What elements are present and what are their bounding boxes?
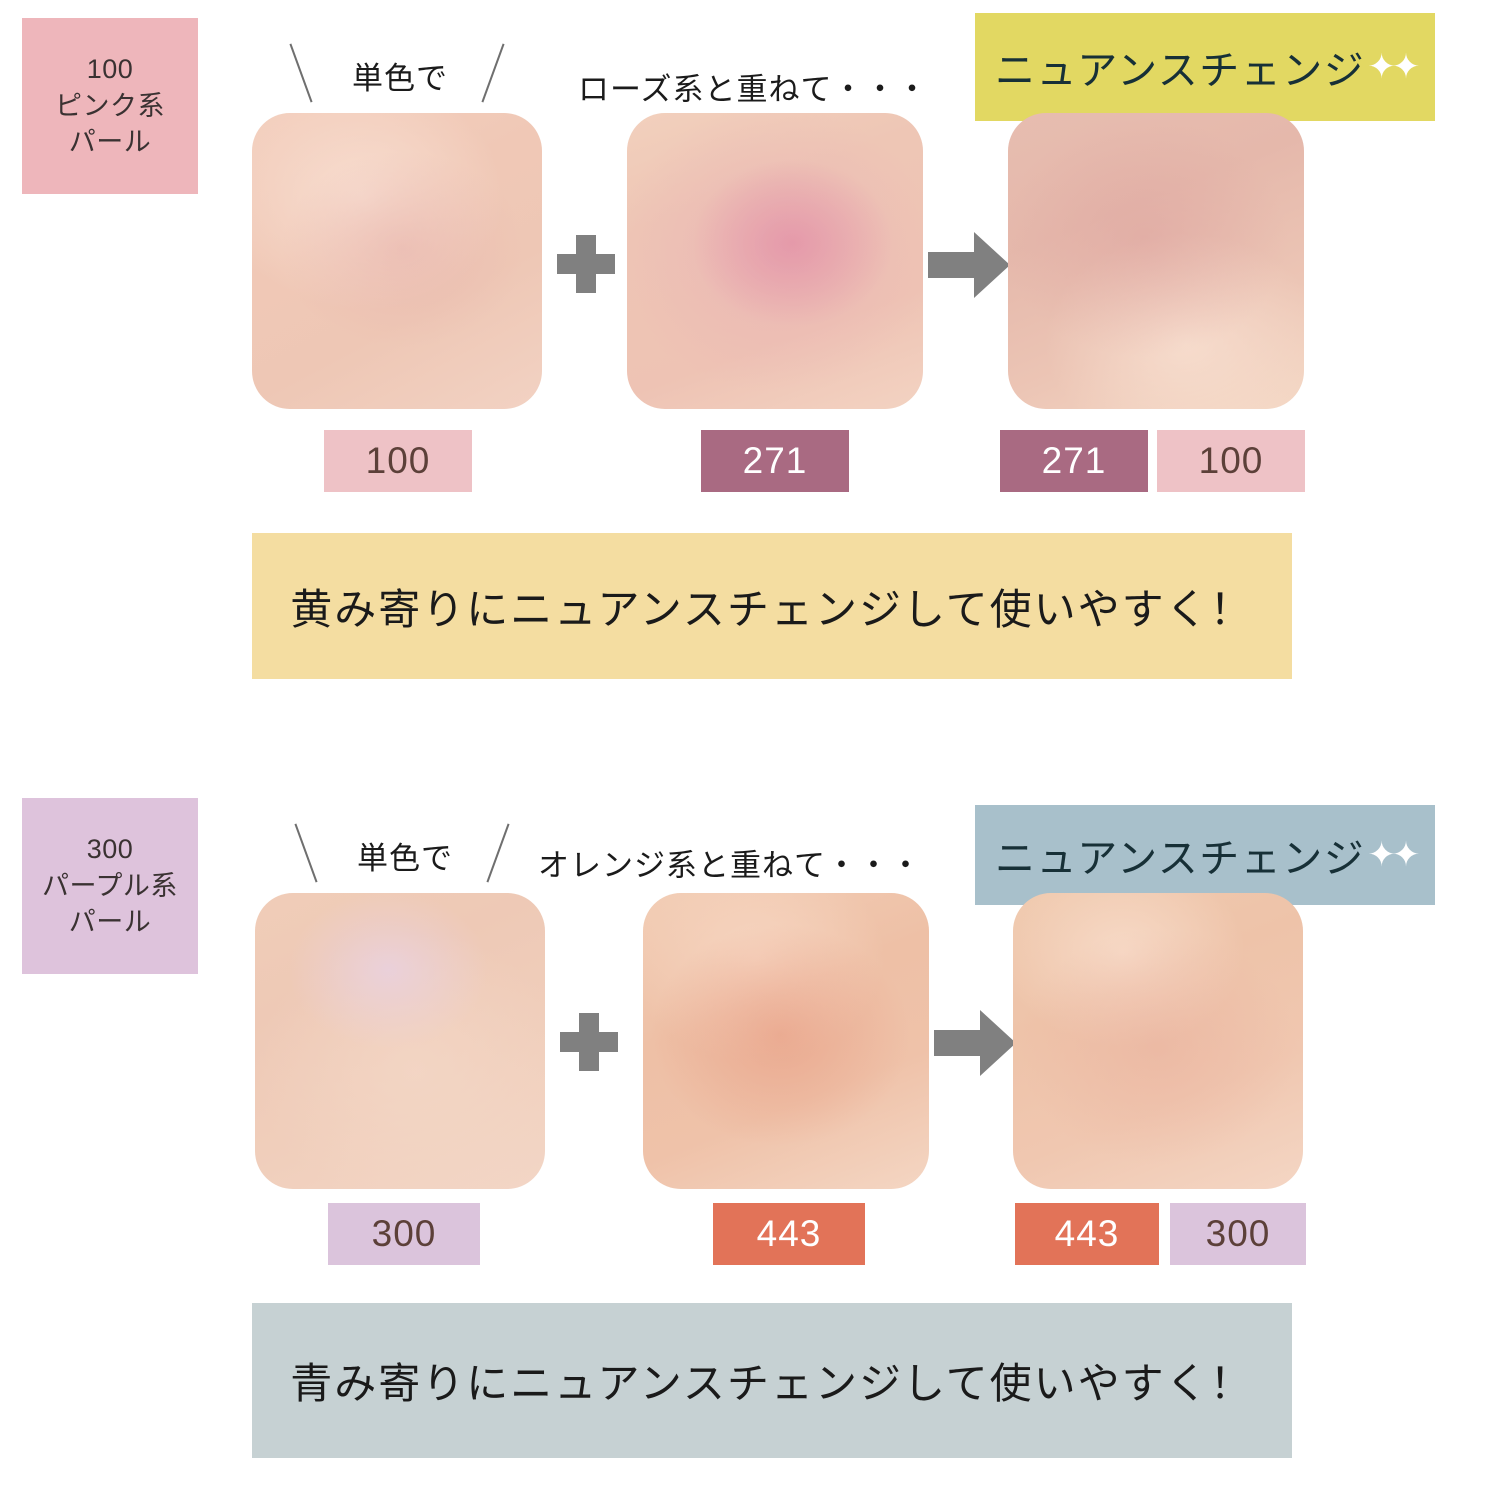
chip-label: 100 (365, 440, 431, 481)
chip-label: 443 (1054, 1213, 1120, 1254)
chip-label: 300 (371, 1213, 437, 1254)
sparkle-icon: ✦✦ (1367, 836, 1420, 874)
caption-layer-pink: ローズ系と重ねて・・・ (578, 72, 929, 107)
swatch-photo-300 (255, 893, 545, 1189)
chip-label: 443 (756, 1213, 822, 1254)
plus-operator-pink (557, 235, 615, 293)
swatch-photo-271 (627, 113, 923, 409)
swatch-photo-100 (252, 113, 542, 409)
chip-271: 271 (701, 430, 849, 492)
category-tag-pink: 100 ピンク系 パール (22, 18, 198, 194)
caption-single-pink: 単色で (352, 61, 448, 96)
swatch-photo-443 (643, 893, 929, 1189)
category-family: ピンク系 (55, 90, 165, 121)
category-number: 300 (86, 834, 134, 865)
banner-label: 青み寄りにニュアンスチェンジして使いやすく！ (290, 1360, 1254, 1407)
swatch-photo-271-over-100 (1008, 113, 1304, 409)
arrow-operator-pink (928, 232, 1010, 298)
chip-100-result: 100 (1157, 430, 1305, 492)
chip-label: 271 (1041, 440, 1107, 481)
chip-300: 300 (328, 1203, 480, 1265)
caption-single-purple: 単色で (357, 841, 453, 876)
summary-banner-purple: 青み寄りにニュアンスチェンジして使いやすく！ (252, 1303, 1292, 1458)
chip-443: 443 (713, 1203, 865, 1265)
category-tag-purple: 300 パープル系 パール (22, 798, 198, 974)
category-family: パープル系 (42, 870, 178, 901)
swatch-photo-443-over-300 (1013, 893, 1303, 1189)
bubble-label: ニュアンスチェンジ (995, 49, 1366, 93)
plus-operator-purple (560, 1013, 618, 1071)
category-pearl: パール (68, 907, 152, 938)
bubble-nuance-change-pink: ニュアンスチェンジ✦✦ (975, 13, 1435, 121)
caption-slash-left (294, 823, 318, 883)
summary-banner-pink: 黄み寄りにニュアンスチェンジして使いやすく！ (252, 533, 1292, 679)
caption-layer-purple: オレンジ系と重ねて・・・ (538, 848, 922, 883)
caption-slash-left (289, 43, 313, 103)
chip-443-result: 443 (1015, 1203, 1159, 1265)
chip-300-result: 300 (1170, 1203, 1306, 1265)
category-number: 100 (86, 54, 134, 85)
caption-slash-right (481, 43, 505, 103)
chip-271-result: 271 (1000, 430, 1148, 492)
bubble-nuance-change-purple: ニュアンスチェンジ✦✦ (975, 805, 1435, 905)
chip-label: 100 (1198, 440, 1264, 481)
caption-slash-right (486, 823, 510, 883)
banner-label: 黄み寄りにニュアンスチェンジして使いやすく！ (290, 585, 1254, 633)
chip-100: 100 (324, 430, 472, 492)
bubble-label: ニュアンスチェンジ (995, 837, 1366, 881)
arrow-operator-purple (934, 1010, 1016, 1076)
chip-label: 271 (742, 440, 808, 481)
sparkle-icon: ✦✦ (1367, 48, 1420, 86)
category-pearl: パール (68, 127, 152, 158)
chip-label: 300 (1205, 1213, 1271, 1254)
